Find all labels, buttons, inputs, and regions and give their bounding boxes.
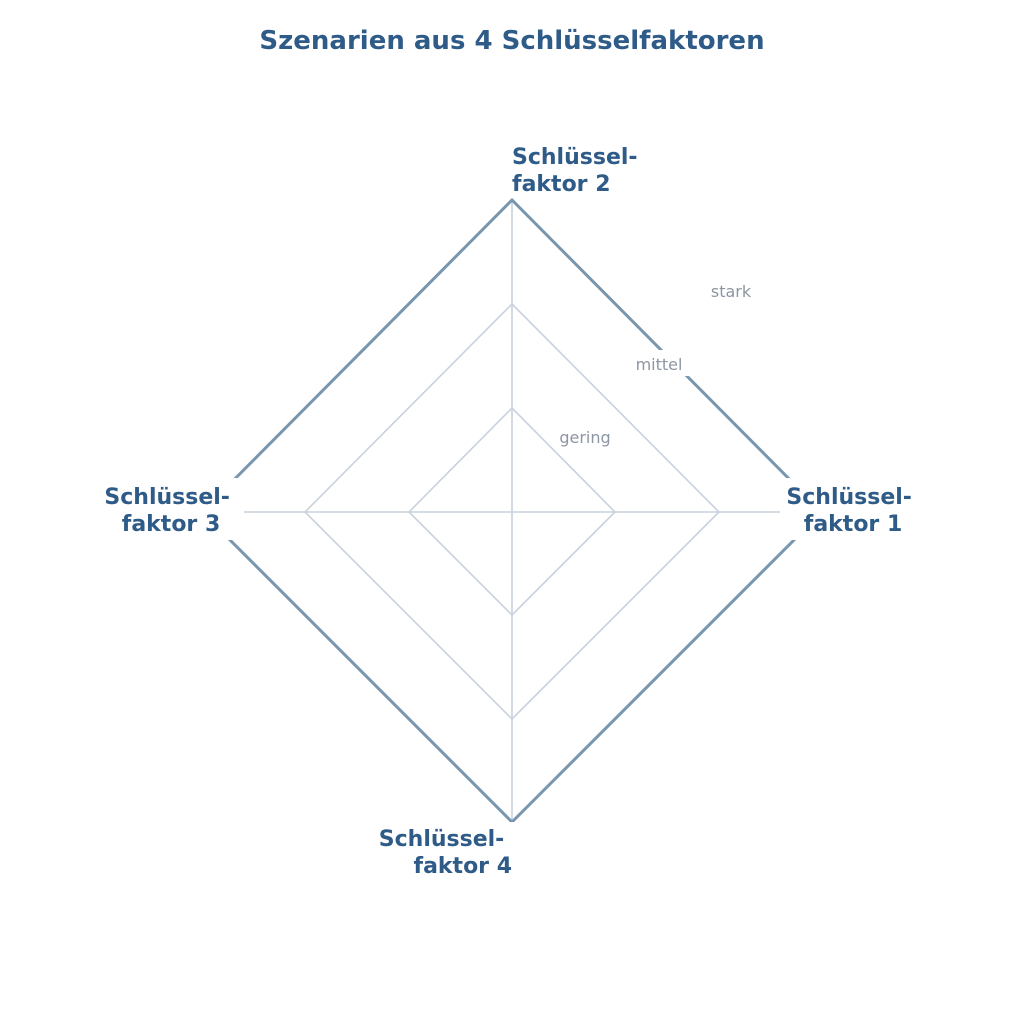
- diagram-title: Szenarien aus 4 Schlüsselfaktoren: [259, 26, 765, 56]
- axis-label-3-line-1: Schlüssel-: [104, 485, 230, 510]
- axis-label-4-line-2: faktor 4: [414, 854, 513, 879]
- axis-label-3-line-2: faktor 3: [122, 512, 221, 537]
- label-halo-4: [372, 822, 514, 882]
- axis-label-2: Schlüssel- faktor 2: [512, 145, 645, 197]
- level-label-gering: gering: [559, 428, 610, 447]
- label-halo-3: [100, 478, 242, 540]
- axis-label-2-line-2: faktor 2: [512, 172, 611, 197]
- axis-label-3: Schlüssel- faktor 3: [104, 485, 237, 537]
- axis-label-2-line-1: Schlüssel-: [512, 145, 638, 170]
- level-label-stark: stark: [711, 282, 752, 301]
- level-label-mittel: mittel: [636, 355, 683, 374]
- level-halo-mittel: [628, 350, 690, 376]
- axis-label-1-line-1: Schlüssel-: [786, 485, 912, 510]
- axis-label-1: Schlüssel- faktor 1: [786, 485, 919, 537]
- axis-label-4: Schlüssel- faktor 4: [379, 827, 512, 879]
- grid-ring-gering: [407, 406, 617, 617]
- axis-label-1-line-2: faktor 1: [804, 512, 903, 537]
- label-halo-1: [782, 478, 924, 540]
- grid-ring-mittel: [303, 302, 721, 721]
- axis-label-4-line-1: Schlüssel-: [379, 827, 505, 852]
- label-halo-2: [508, 138, 650, 198]
- level-halo-stark: [704, 277, 758, 303]
